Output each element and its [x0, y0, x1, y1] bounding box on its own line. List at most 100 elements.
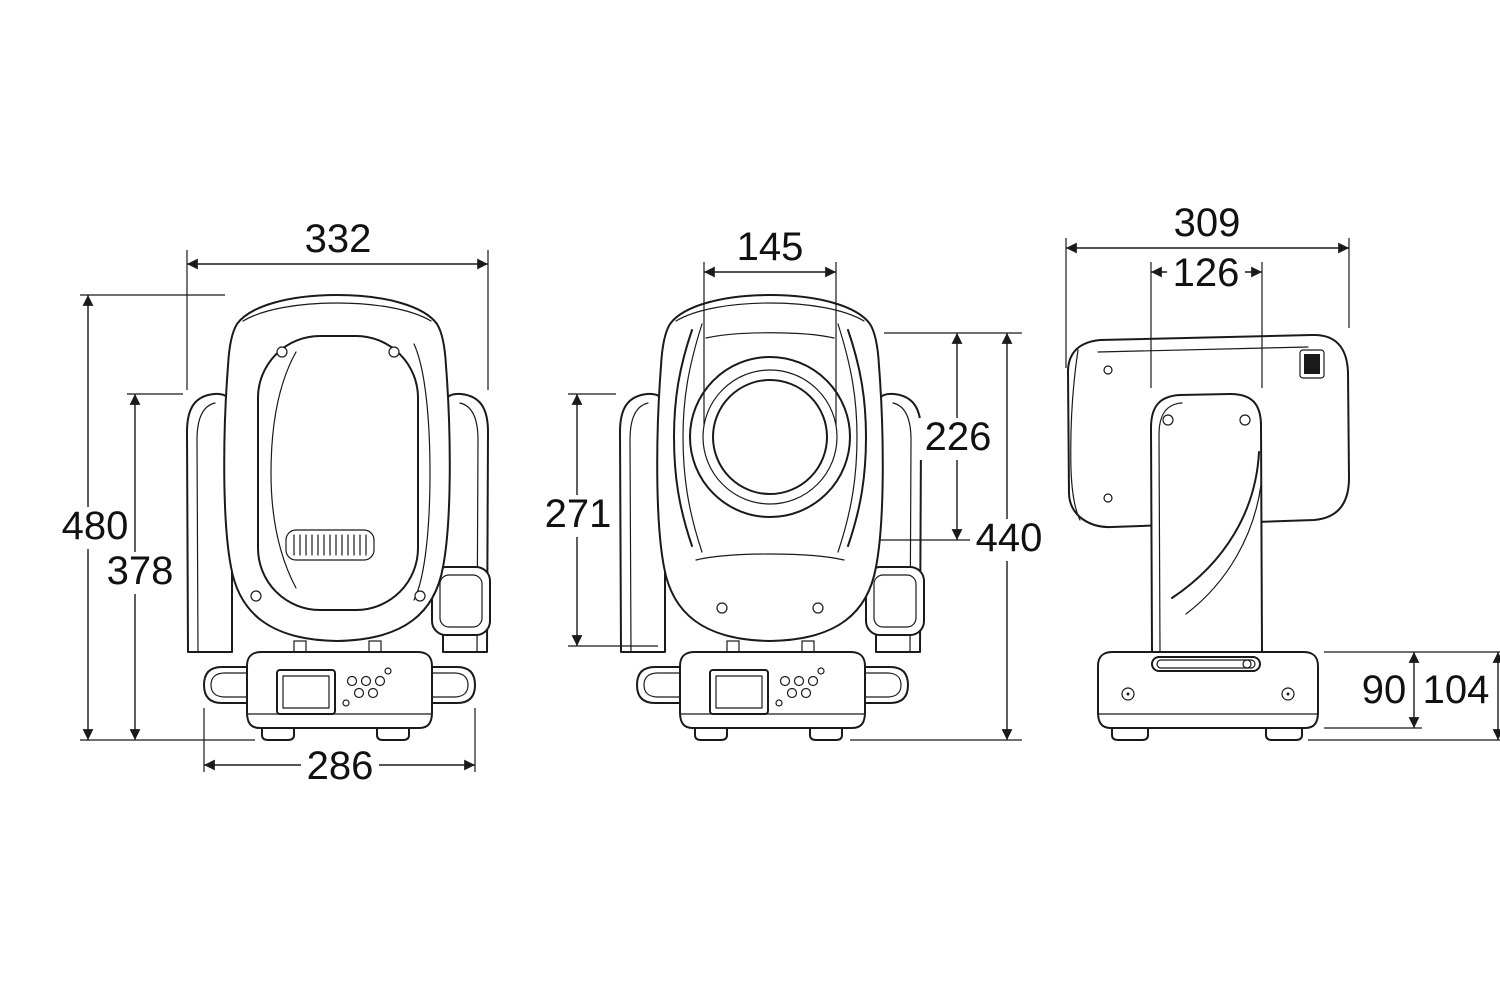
dim-rear-base-width: 286: [203, 708, 476, 789]
rear-head-top-rim: [242, 302, 432, 322]
dim-label-271: 271: [545, 492, 612, 536]
side-foot-right: [1265, 727, 1303, 741]
dim-label-145: 145: [737, 225, 804, 269]
rear-handle-right-inner: [431, 672, 469, 698]
front-screw: [716, 602, 728, 614]
side-yoke-arm-inner: [1158, 402, 1183, 653]
rear-head-side-band: [413, 343, 431, 601]
rear-head: [223, 294, 451, 642]
dim-label-332: 332: [305, 217, 372, 261]
side-view: [1067, 333, 1350, 741]
front-yoke-arm-right-inner: [892, 402, 912, 653]
rear-base: [203, 640, 476, 741]
dim-front-height-above-base: 440: [850, 333, 1048, 741]
dim-rear-yoke-height: 378: [101, 393, 183, 740]
front-head-top-seam: [705, 332, 835, 339]
front-handle-left: [636, 666, 681, 704]
rear-yoke-shaft: [293, 640, 307, 653]
front-tilt-lock-box: [865, 566, 925, 636]
front-handle-right: [864, 666, 909, 704]
dim-front-head-height: 271: [541, 393, 658, 647]
front-display-screen: [715, 675, 763, 709]
front-base: [636, 640, 909, 741]
rear-display-screen: [282, 675, 330, 709]
front-base-body: [679, 651, 866, 729]
front-head: [656, 294, 884, 642]
dim-front-head-to-lens: 226: [880, 332, 1022, 541]
side-handle-slot-inner: [1156, 659, 1256, 669]
side-base-screw-center: [1286, 692, 1290, 696]
lens-glass: [712, 379, 828, 495]
lens-bezel-ring: [702, 369, 838, 505]
dim-side-depth: 309: [1065, 201, 1350, 368]
dim-label-104: 104: [1423, 668, 1490, 712]
dim-rear-total-height: 480: [56, 294, 255, 741]
rear-foot-right: [376, 727, 410, 741]
rear-yoke-arm-left-inner: [196, 402, 216, 653]
dim-label-90: 90: [1362, 668, 1407, 712]
rear-yoke-arm-right-inner: [459, 402, 479, 653]
rear-yoke-shaft: [368, 640, 382, 653]
dim-label-440: 440: [976, 516, 1043, 560]
front-foot-right: [809, 727, 843, 741]
side-yoke-slot-curve-inner: [1185, 484, 1262, 615]
front-head-band-left-inner: [682, 323, 703, 553]
rear-screw: [276, 346, 288, 358]
front-head-band-left: [673, 329, 693, 547]
rear-screw: [414, 590, 426, 602]
front-buttons: [775, 667, 825, 707]
front-view: [619, 294, 925, 741]
side-yoke-screw: [1239, 414, 1251, 426]
rear-base-body: [246, 651, 433, 729]
dim-side-yoke-width: 126: [1150, 251, 1263, 388]
rear-buttons: [342, 667, 392, 707]
rear-tilt-lock-box-inner: [439, 574, 483, 628]
side-rear-connector-slot: [1304, 354, 1320, 374]
rear-head-panel-curve: [270, 351, 297, 589]
front-yoke: [619, 392, 925, 653]
front-head-band-right-inner: [837, 323, 858, 553]
side-base: [1097, 651, 1319, 741]
front-display: [709, 669, 769, 715]
rear-view: [186, 294, 491, 741]
dim-side-base-height: 90: [1324, 651, 1500, 729]
dim-label-286: 286: [307, 744, 374, 788]
rear-handle-left-inner: [210, 672, 248, 698]
dim-label-126: 126: [1173, 251, 1240, 295]
rear-head-outline: [223, 294, 451, 642]
front-yoke-shaft: [726, 640, 740, 653]
rear-screw: [250, 590, 262, 602]
side-screw: [1103, 365, 1113, 375]
front-screw: [812, 602, 824, 614]
rear-foot-left: [261, 727, 295, 741]
dim-label-226: 226: [925, 415, 992, 459]
front-head-top-rim: [675, 302, 865, 322]
rear-yoke: [186, 392, 491, 653]
rear-screw: [388, 346, 400, 358]
side-foot-left: [1111, 727, 1149, 741]
front-head-bottom-seam: [695, 553, 845, 561]
side-base-screw-center: [1126, 692, 1130, 696]
dim-side-base-total-height: 104: [1308, 652, 1500, 741]
rear-handle-left: [203, 666, 248, 704]
side-yoke: [1150, 393, 1263, 653]
front-foot-left: [694, 727, 728, 741]
rear-vent-grill: [285, 529, 375, 561]
side-screw: [1103, 493, 1113, 503]
side-yoke-arm: [1150, 393, 1263, 653]
dim-label-480: 480: [62, 504, 129, 548]
front-head-band-right: [847, 329, 867, 547]
front-yoke-arm-left-inner: [629, 402, 649, 653]
side-handle-slot: [1151, 656, 1261, 672]
rear-handle-right: [431, 666, 476, 704]
side-head-front-curve: [1070, 349, 1081, 521]
front-handle-right-inner: [864, 672, 902, 698]
rear-tilt-lock-box: [431, 566, 491, 636]
dimensions: 332 480 378 286 145: [56, 201, 1500, 789]
side-head-top-seam: [1097, 346, 1309, 353]
front-tilt-lock-box-inner: [873, 574, 917, 628]
front-yoke-shaft: [801, 640, 815, 653]
rear-head-panel: [257, 335, 419, 611]
